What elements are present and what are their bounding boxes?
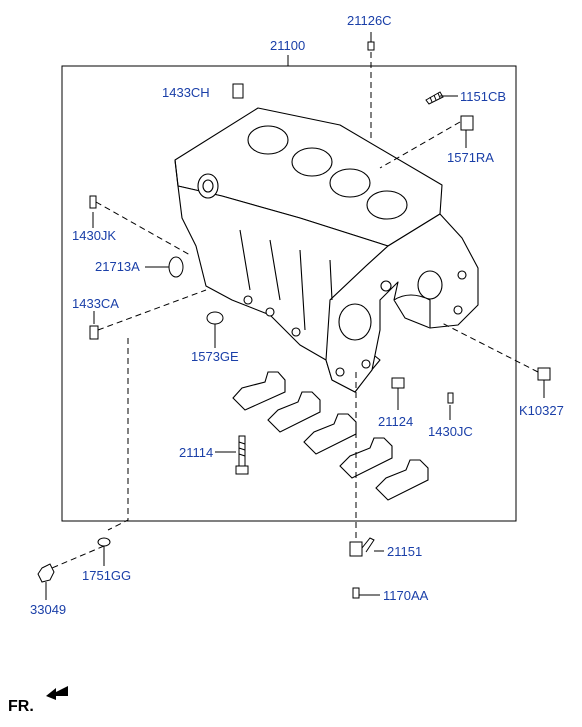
label-21100[interactable]: 21100 <box>270 38 306 53</box>
label-1430JK[interactable]: 1430JK <box>72 228 117 243</box>
label-1571RA[interactable]: 1571RA <box>447 150 494 165</box>
plug-1571RA-icon <box>460 115 474 131</box>
label-21124[interactable]: 21124 <box>378 414 414 429</box>
bolt-1170AA-icon <box>352 587 360 599</box>
assembly-frame <box>61 65 517 522</box>
front-arrow-icon <box>46 686 68 700</box>
cylinder-block-icon <box>174 107 479 393</box>
label-1430JC[interactable]: 1430JC <box>428 424 473 439</box>
label-1573GE[interactable]: 1573GE <box>191 349 239 364</box>
stud-1151CB-icon <box>425 91 444 105</box>
label-21114[interactable]: 21114 <box>179 445 214 460</box>
label-21151[interactable]: 21151 <box>387 544 423 559</box>
label-1433CA[interactable]: 1433CA <box>72 296 119 311</box>
pin-1430JC-icon <box>447 392 454 404</box>
front-direction-label: FR. <box>8 698 34 715</box>
dowel-1433CH-icon <box>232 83 244 99</box>
label-21713A[interactable]: 21713A <box>95 259 140 274</box>
plug-21126C-icon <box>367 41 375 51</box>
label-1151CB[interactable]: 1151CB <box>460 89 507 104</box>
dowel-1433CA-icon <box>89 325 99 340</box>
label-1751GG[interactable]: 1751GG <box>82 568 132 583</box>
main-bearing-caps-icon <box>232 371 429 501</box>
label-1433CH[interactable]: 1433CH <box>162 85 210 100</box>
gasket-1751GG-icon <box>97 537 111 547</box>
pin-1430JK-icon <box>89 195 97 209</box>
label-21126C[interactable]: 21126C <box>347 13 392 28</box>
plug-K10327-icon <box>537 367 551 381</box>
seal-21713A-icon <box>168 256 184 278</box>
label-33049[interactable]: 33049 <box>30 602 67 617</box>
drain-plug-21151-icon <box>349 537 375 557</box>
plug-1573GE-icon <box>206 311 224 325</box>
label-1170AA[interactable]: 1170AA <box>383 588 429 603</box>
label-K10327[interactable]: K10327 <box>519 403 564 418</box>
bush-21124-icon <box>391 377 405 389</box>
plug-33049-icon <box>37 563 55 583</box>
bearing-bolt-21114-icon <box>235 435 249 475</box>
